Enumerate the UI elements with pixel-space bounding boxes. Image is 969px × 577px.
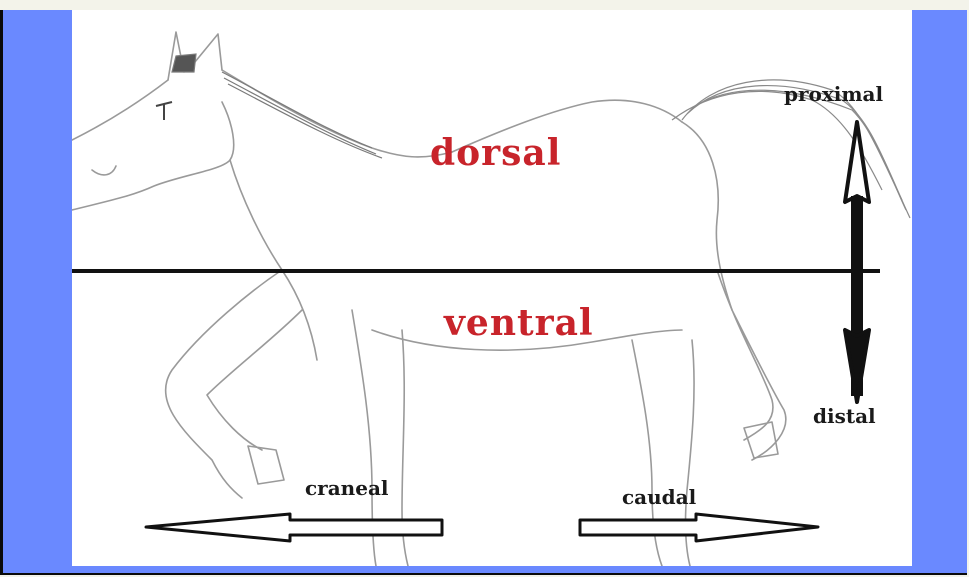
dorsal-label: dorsal [430,132,561,174]
craneal-label: craneal [305,476,389,500]
caudal-label: caudal [622,485,696,509]
horse-chest [230,160,317,360]
horse-hoof [248,446,284,484]
horse-eye [156,102,172,120]
craneal-arrow [146,514,442,541]
horse-mane [172,54,382,158]
horse-nostril [92,166,116,175]
horse-head [72,80,234,210]
horse-rear-leg-raised [717,270,786,460]
horse-hoof [744,422,778,458]
proximal-label: proximal [784,82,883,106]
horse-front-leg-raised [166,270,302,498]
diagram-panel: dorsal ventral proximal distal craneal c… [72,10,912,566]
proximal-distal-arrow [845,122,869,402]
caudal-arrow [580,514,818,541]
horse-neck-top [222,70,452,157]
horse-rump [682,122,732,310]
ventral-label: ventral [444,302,594,344]
distal-label: distal [813,404,876,428]
